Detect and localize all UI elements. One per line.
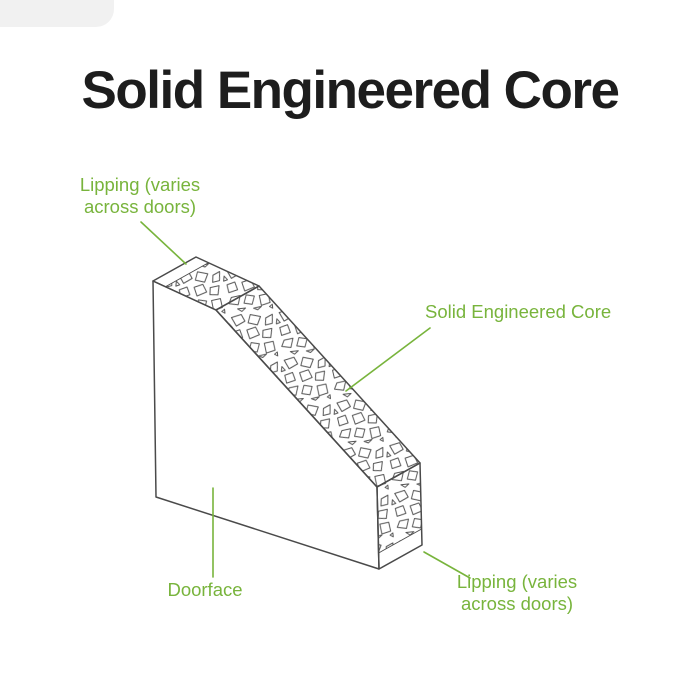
label-lipping-bottom-line1: Lipping (varies — [457, 571, 577, 592]
lipping-bottom-inner-edge — [378, 528, 422, 554]
label-lipping-bottom-line2: across doors) — [461, 593, 573, 614]
callout-lines — [140, 221, 471, 579]
label-core: Solid Engineered Core — [425, 301, 611, 322]
doorface-face — [153, 281, 379, 569]
lipping-bottom-leader-line — [423, 551, 471, 579]
end-face-outline — [376, 462, 423, 570]
page-title: Solid Engineered Core — [81, 61, 620, 120]
callout-labels: Lipping (varies across doors) Solid Engi… — [80, 174, 611, 614]
lipping-top-leader-line — [140, 221, 187, 265]
core-leader-line — [345, 327, 431, 392]
label-lipping-top-line1: Lipping (varies — [80, 174, 200, 195]
label-lipping-top-line2: across doors) — [84, 196, 196, 217]
page-corner-artifact — [0, 0, 114, 27]
lipping-strip-top — [153, 257, 208, 287]
label-doorface: Doorface — [167, 579, 242, 600]
lipping-top-inner-edge — [164, 262, 209, 288]
core-cut-face-texture — [216, 286, 420, 487]
door-outlines — [152, 256, 423, 570]
lipping-strip-bottom — [378, 529, 422, 569]
